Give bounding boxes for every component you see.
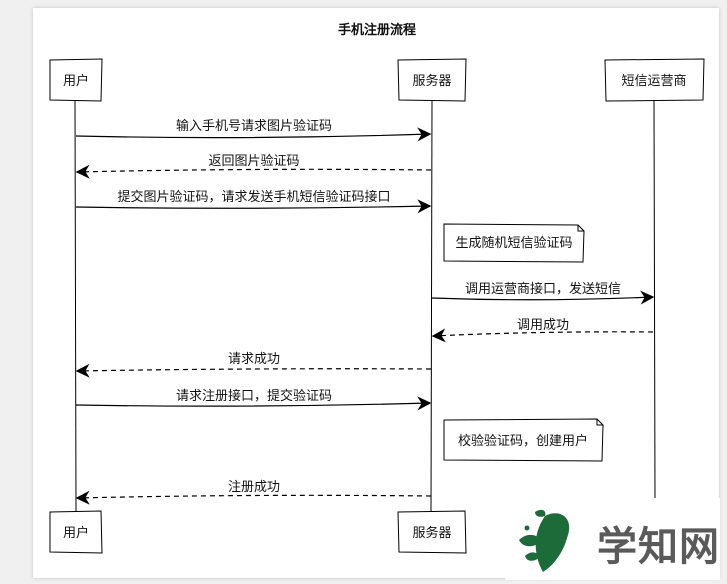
participant-server-bottom[interactable]: 服务器 bbox=[397, 510, 467, 554]
participant-label: 用户 bbox=[63, 525, 89, 541]
message-6[interactable]: 请求成功 bbox=[75, 352, 432, 378]
lifeline-server bbox=[430, 100, 433, 512]
participant-sms-top[interactable]: 短信运营商 bbox=[604, 58, 705, 102]
note-label: 校验验证码，创建用户 bbox=[458, 433, 588, 449]
message-2[interactable]: 返回图片验证码 bbox=[75, 153, 432, 179]
message-label: 输入手机号请求图片验证码 bbox=[176, 118, 332, 134]
lifeline-sms bbox=[653, 100, 656, 499]
message-label: 返回图片验证码 bbox=[208, 153, 299, 169]
message-label: 调用运营商接口，发送短信 bbox=[465, 281, 621, 297]
message-4[interactable]: 调用运营商接口，发送短信 bbox=[431, 281, 655, 305]
note-label: 生成随机短信验证码 bbox=[455, 235, 572, 251]
message-label: 请求成功 bbox=[228, 352, 280, 367]
message-7[interactable]: 请求注册接口，提交验证码 bbox=[75, 388, 432, 411]
message-label: 注册成功 bbox=[228, 480, 280, 495]
participant-user-bottom[interactable]: 用户 bbox=[49, 510, 103, 554]
message-label: 调用成功 bbox=[517, 318, 569, 333]
diagram-title: 手机注册流程 bbox=[338, 22, 416, 38]
message-1[interactable]: 输入手机号请求图片验证码 bbox=[75, 118, 432, 142]
message-label: 请求注册接口，提交验证码 bbox=[176, 388, 332, 404]
leaf-logo-icon bbox=[519, 509, 570, 572]
watermark-text: 学知网 bbox=[597, 524, 720, 570]
participant-server-top[interactable]: 服务器 bbox=[397, 58, 467, 102]
message-3[interactable]: 提交图片验证码，请求发送手机短信验证码接口 bbox=[75, 189, 432, 214]
participant-label: 服务器 bbox=[412, 73, 451, 89]
note-generate-code: 生成随机短信验证码 bbox=[443, 223, 585, 263]
watermark: 学知网 bbox=[505, 498, 720, 580]
note-verify-create: 校验验证码，创建用户 bbox=[443, 418, 604, 462]
participant-label: 服务器 bbox=[412, 525, 451, 541]
participant-label: 短信运营商 bbox=[621, 74, 686, 89]
message-5[interactable]: 调用成功 bbox=[431, 318, 654, 343]
participant-label: 用户 bbox=[63, 73, 89, 89]
participant-user-top[interactable]: 用户 bbox=[49, 58, 103, 102]
diagram-canvas bbox=[33, 8, 719, 578]
message-8[interactable]: 注册成功 bbox=[75, 480, 432, 505]
lifeline-user bbox=[74, 100, 77, 512]
message-label: 提交图片验证码，请求发送手机短信验证码接口 bbox=[117, 189, 390, 205]
